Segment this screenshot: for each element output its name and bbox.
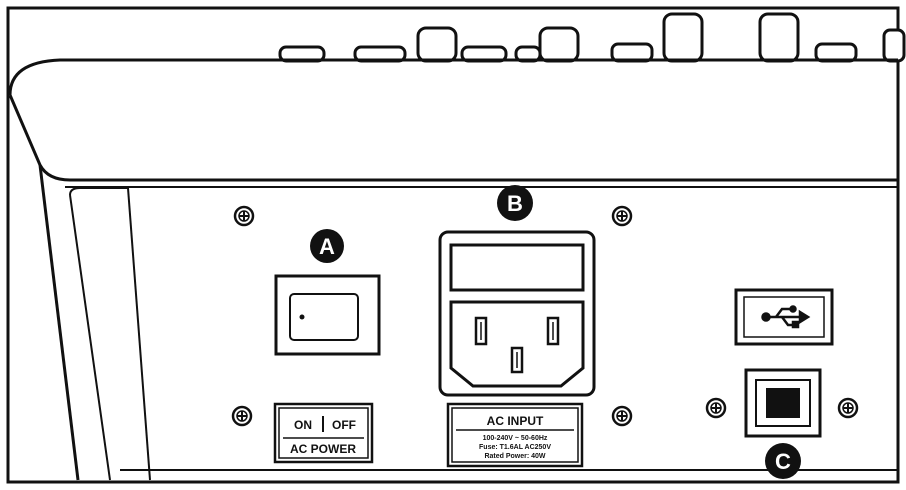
usb-b-port-icon <box>766 388 800 418</box>
ac-input-title: AC INPUT <box>487 414 544 428</box>
top-surface-edge <box>8 58 898 96</box>
image-frame <box>6 6 900 484</box>
power-switch[interactable] <box>274 274 381 356</box>
ac-input-voltage: 100-240V ~ 50-60Hz <box>483 435 548 442</box>
front-lip-edge <box>8 94 898 182</box>
top-knobs <box>278 12 906 63</box>
power-off-label: OFF <box>332 418 356 432</box>
callout-a-letter: A <box>319 234 335 259</box>
fuse-drawer[interactable] <box>449 243 585 292</box>
ac-input-label-plate: AC INPUT 100-240V ~ 50-60Hz Fuse: T1.6AL… <box>446 402 584 468</box>
callout-a: A <box>310 229 344 263</box>
power-on-label: ON <box>294 418 312 432</box>
usb-type-a-port[interactable] <box>734 288 834 346</box>
panel-left-edge <box>38 164 80 481</box>
usb-type-b-port[interactable] <box>744 368 822 438</box>
iec-socket <box>449 300 585 388</box>
callout-c-letter: C <box>775 449 791 474</box>
callout-c: C <box>765 443 801 479</box>
usb-trident-icon <box>761 305 811 329</box>
panel-recess-edge <box>127 187 151 481</box>
switch-on-indicator-dot <box>299 314 305 320</box>
ac-power-title: AC POWER <box>290 442 356 456</box>
phillips-screw-icon <box>837 397 859 419</box>
callout-b: B <box>497 185 533 221</box>
phillips-screw-icon <box>705 397 727 419</box>
ac-power-label-plate: ON OFF AC POWER <box>273 402 374 464</box>
phillips-screw-icon <box>611 405 633 427</box>
phillips-screw-icon <box>611 205 633 227</box>
phillips-screw-icon <box>231 405 253 427</box>
callout-b-letter: B <box>507 191 523 216</box>
phillips-screw-icon <box>233 205 255 227</box>
ac-input-fuse: Fuse: T1.6AL AC250V <box>479 444 551 451</box>
ac-inlet <box>438 230 596 397</box>
ac-input-rated-power: Rated Power: 40W <box>484 453 545 460</box>
